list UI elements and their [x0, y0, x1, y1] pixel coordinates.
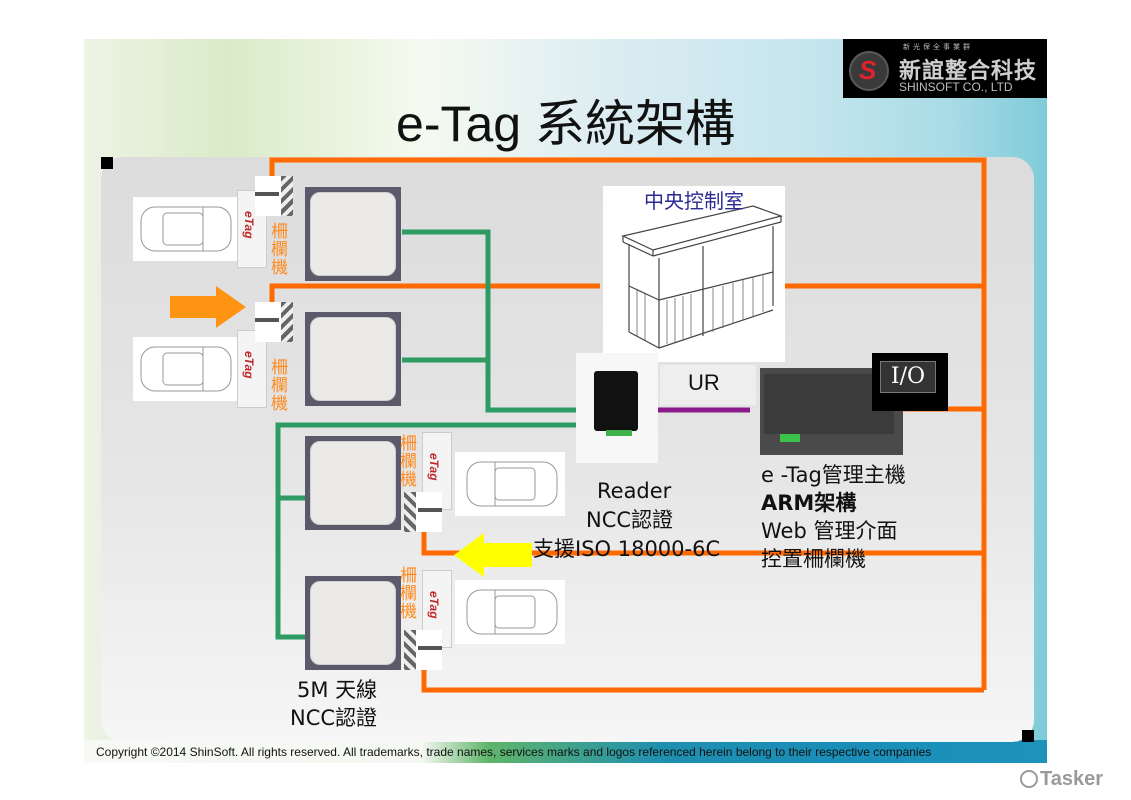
control-line-lane-2 [269, 283, 600, 302]
control-room-label: 中央控制室 [644, 189, 744, 213]
company-logo: S 新光保全事業群 新誼整合科技 SHINSOFT CO., LTD [843, 39, 1047, 98]
control-line-lane-4 [421, 668, 984, 693]
car-icon [140, 346, 232, 392]
barrier-gate-lane-4 [404, 630, 442, 670]
server-line-1: e -Tag管理主機 [761, 463, 906, 487]
antenna-line-3 [275, 422, 576, 640]
server-line-2: ARM架構 [761, 491, 857, 515]
entry-arrow-icon [170, 286, 246, 328]
link-box [660, 365, 756, 405]
car-lane-4 [455, 580, 565, 644]
barrier-label-lane-2: 柵欄機 [267, 358, 287, 412]
car-lane-2 [133, 337, 243, 401]
booth-icon [621, 205, 784, 349]
antenna-lane-4 [305, 576, 401, 670]
logo-name-zh: 新誼整合科技 [899, 59, 1038, 84]
tasker-logo-icon [1020, 770, 1038, 788]
reader-line-2: NCC認證 [586, 508, 674, 532]
car-icon [140, 206, 232, 252]
slide-footer-band [84, 740, 1047, 763]
car-icon [466, 461, 558, 507]
barrier-label-lane-3: 柵欄機 [396, 434, 416, 488]
logo-name-en: SHINSOFT CO., LTD [899, 80, 1013, 94]
control-line-lane-3 [421, 530, 984, 556]
antenna-line-label-1: 5M 天線 [297, 678, 378, 702]
reader-box-icon [594, 371, 638, 431]
io-badge: I/O [872, 353, 948, 411]
barrier-gate-lane-1 [255, 176, 293, 216]
server-terminal [780, 434, 800, 442]
etag-card-lane-2: eTag [237, 330, 267, 408]
watermark: Tasker [1020, 768, 1103, 791]
antenna-line-label-2: NCC認證 [290, 706, 378, 730]
slide-title: e-Tag 系統架構 [396, 96, 735, 152]
barrier-label-lane-4: 柵欄機 [396, 566, 416, 620]
barrier-label-lane-1: 柵欄機 [267, 222, 287, 276]
control-line-lane-1 [269, 157, 987, 690]
car-icon [466, 589, 558, 635]
antenna-lane-1 [305, 187, 401, 281]
logo-s-icon: S [849, 51, 889, 91]
reader-terminal [606, 430, 632, 436]
reader-line-3: 支援ISO 18000-6C [533, 537, 721, 561]
copyright-text: Copyright ©2014 ShinSoft. All rights res… [96, 745, 932, 759]
exit-arrow-icon [454, 533, 532, 577]
panel-corner [101, 157, 113, 169]
control-room-booth [603, 186, 785, 362]
reader-line-1: Reader [597, 479, 672, 503]
rfid-reader-device [576, 353, 658, 463]
panel-corner [1022, 730, 1034, 742]
barrier-gate-lane-2 [255, 302, 293, 342]
link-label: UR [688, 370, 720, 395]
antenna-lane-2 [305, 312, 401, 406]
logo-tagline: 新光保全事業群 [903, 43, 973, 51]
barrier-gate-lane-3 [404, 492, 442, 532]
antenna-lane-3 [305, 436, 401, 530]
io-label: I/O [880, 361, 936, 393]
car-lane-1 [133, 197, 243, 261]
car-lane-3 [455, 452, 565, 516]
server-line-4: 控置柵欄機 [761, 547, 866, 571]
antenna-line-1 [402, 229, 576, 413]
server-line-3: Web 管理介面 [761, 519, 898, 543]
